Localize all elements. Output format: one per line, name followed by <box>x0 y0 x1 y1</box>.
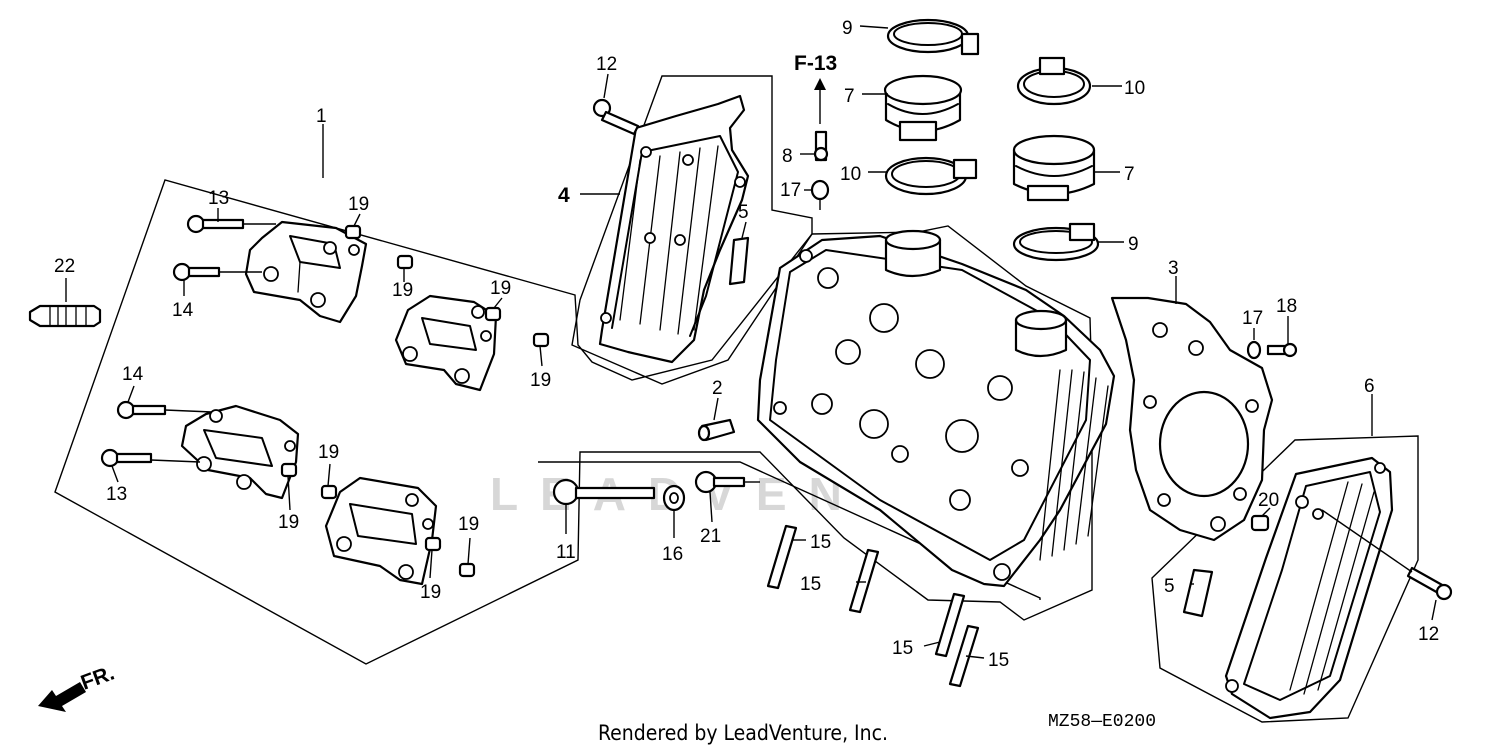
label-part-17-right: 17 <box>1242 308 1263 329</box>
collar-20 <box>1250 514 1270 532</box>
label-part-5-front: 5 <box>738 202 749 223</box>
label-part-5-rear: 5 <box>1164 576 1175 597</box>
callout-labels: 1 2 3 4 5 5 6 7 7 8 9 9 10 10 11 12 12 1… <box>54 18 1439 671</box>
label-part-19-c: 19 <box>490 278 511 299</box>
label-part-19-e: 19 <box>318 442 339 463</box>
label-part-4: 4 <box>558 184 570 207</box>
bolt-14-lower <box>116 400 167 420</box>
spark-plug <box>28 304 102 328</box>
label-part-19-a: 19 <box>348 194 369 215</box>
label-part-12-front: 12 <box>596 54 617 75</box>
ignition-coil-lower-middle <box>324 476 438 586</box>
cylinder-head-gasket <box>1110 296 1274 542</box>
label-part-10-right: 10 <box>1124 78 1145 99</box>
label-part-15-d: 15 <box>988 650 1009 671</box>
bolt-21 <box>694 470 746 494</box>
washer-17-right <box>1246 340 1262 360</box>
label-part-19-h: 19 <box>458 514 479 535</box>
bolt-12-rear <box>1406 566 1453 601</box>
label-part-17-center: 17 <box>780 180 801 201</box>
label-part-7-left: 7 <box>844 86 855 107</box>
label-part-2: 2 <box>712 378 723 399</box>
dowel-pin <box>697 418 736 442</box>
label-part-9-top: 9 <box>842 18 853 39</box>
washer-16 <box>662 484 686 512</box>
bolt-18 <box>1266 342 1298 358</box>
label-part-19-g: 19 <box>420 582 441 603</box>
insulator-7-left <box>883 74 963 142</box>
cylinder-head-cover-front <box>598 94 750 364</box>
seal-5-rear <box>1182 568 1214 618</box>
label-part-19-b: 19 <box>392 280 413 301</box>
label-part-20: 20 <box>1258 490 1279 511</box>
collar-set <box>280 224 550 578</box>
label-part-12-rear: 12 <box>1418 624 1439 645</box>
insulator-7-right <box>1012 134 1096 202</box>
bolt-13-upper <box>186 214 245 234</box>
label-part-10-left: 10 <box>840 164 861 185</box>
front-direction-arrow-icon <box>38 682 86 712</box>
group-outline-ignition-coils <box>54 179 1093 665</box>
bolt-13-lower <box>100 448 153 468</box>
label-part-6: 6 <box>1364 376 1375 397</box>
group-outline-head-cover-rear <box>1151 435 1419 723</box>
label-part-18: 18 <box>1276 296 1297 317</box>
hose-clamp-10-left <box>884 156 978 196</box>
label-part-16: 16 <box>662 544 683 565</box>
bolt-12-front <box>592 98 640 136</box>
label-part-14-upper: 14 <box>172 300 194 321</box>
hose-clamp-9-right <box>1012 222 1100 262</box>
label-part-8: 8 <box>782 146 793 167</box>
label-part-14-lower: 14 <box>122 364 144 385</box>
label-part-21: 21 <box>700 526 721 547</box>
leader-lines <box>111 25 1437 659</box>
label-part-15-c: 15 <box>892 638 913 659</box>
footer-credit: Rendered by LeadVenture, Inc. <box>598 721 888 745</box>
ignition-coil-upper-left <box>244 220 368 324</box>
hose-clamp-10-right <box>1016 56 1092 106</box>
reference-label-f13: F-13 <box>794 52 837 75</box>
seal-5-front <box>728 236 750 286</box>
bolt-14-upper <box>172 262 221 282</box>
group-outline-head-cover-front <box>571 75 813 385</box>
hose-clamp-9-top <box>886 18 980 56</box>
ignition-coil-lower-left <box>180 404 300 500</box>
label-part-22: 22 <box>54 256 75 277</box>
diagram-code: MZ58—E0200 <box>1048 712 1156 732</box>
label-part-9-right: 9 <box>1128 234 1139 255</box>
label-part-19-f: 19 <box>278 512 299 533</box>
label-part-13-upper: 13 <box>208 188 229 209</box>
label-part-3: 3 <box>1168 258 1179 279</box>
bolt-11 <box>552 478 656 506</box>
label-part-15-a: 15 <box>810 532 831 553</box>
label-part-11: 11 <box>556 542 576 563</box>
cylinder-head-cover-rear <box>1224 456 1394 720</box>
label-part-13-lower: 13 <box>106 484 127 505</box>
label-part-19-d: 19 <box>530 370 551 391</box>
washer-17-center <box>810 179 830 201</box>
label-part-1: 1 <box>316 106 327 127</box>
ignition-coil-middle-upper <box>394 294 498 392</box>
group-outline-bolts <box>538 461 1041 600</box>
stud-bolt-set <box>766 524 980 688</box>
cylinder-head <box>756 229 1116 588</box>
bolt-8 <box>813 130 829 162</box>
label-part-15-b: 15 <box>800 574 821 595</box>
front-direction-label: FR. <box>78 662 118 695</box>
label-part-7-right: 7 <box>1124 164 1135 185</box>
